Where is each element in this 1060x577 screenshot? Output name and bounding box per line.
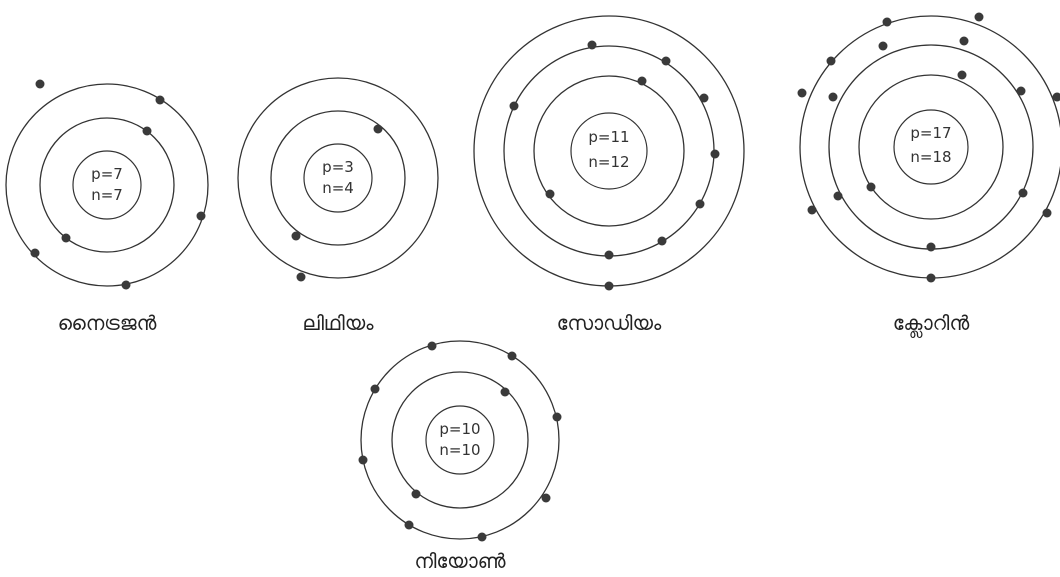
electron [807,205,817,215]
electron [1052,92,1060,102]
proton-count: p=11 [588,128,629,146]
nucleus [303,143,373,213]
electron [370,384,380,394]
electron [35,79,45,89]
electron [604,281,614,291]
electron [552,412,562,422]
shell-outer [237,77,439,279]
nucleus [893,109,969,185]
neutron-count: n=18 [910,148,951,166]
electron [657,236,667,246]
proton-count: p=7 [91,165,123,183]
nucleus [425,405,495,475]
electron [957,70,967,80]
atom-name: നിയോൺ [414,549,505,573]
electron [142,126,152,136]
atom-sodium: p=11 n=12 സോഡിയം [473,15,745,335]
electron [477,532,487,542]
electron [404,520,414,530]
electron [196,211,206,221]
neutron-count: n=4 [322,179,354,197]
electron [61,233,71,243]
neutron-count: n=12 [588,153,629,171]
electron [637,76,647,86]
shell-inner [391,371,529,509]
electron [604,250,614,260]
atom-name: നൈട്രജൻ [58,311,157,335]
electron [974,12,984,22]
nucleus [570,112,648,190]
atom-neon: p=10 n=10 നിയോൺ [358,340,562,573]
electron [699,93,709,103]
electron [427,341,437,351]
electron [878,41,888,51]
atom-lithium: p=3 n=4 ലിഥിയം [237,77,439,335]
electron [1016,86,1026,96]
shell-inner [858,74,1004,220]
electron [500,387,510,397]
electron [828,92,838,102]
electron [661,56,671,66]
shell-inner [533,75,685,227]
shell-outer [360,340,560,540]
electron [882,17,892,27]
electron [373,124,383,134]
atom-nitrogen: p=7 n=7 നൈട്രജൻ [5,79,209,335]
shell-inner [270,110,406,246]
electron [30,248,40,258]
atom-name: ക്ലോറിൻ [893,311,970,338]
electron [833,191,843,201]
electron [1042,208,1052,218]
nucleus [72,150,142,220]
electron [866,182,876,192]
shell-inner [39,117,175,253]
atom-name: ലിഥിയം [302,311,374,335]
electron [926,242,936,252]
electron [959,36,969,46]
atom-chlorine: p=17 n=18 ക്ലോറിൻ [797,12,1060,338]
proton-count: p=3 [322,158,354,176]
electron [507,351,517,361]
electron [411,489,421,499]
electron [710,149,720,159]
electron [695,199,705,209]
electron [797,88,807,98]
electron [826,56,836,66]
neutron-count: n=10 [439,441,480,459]
electron [358,455,368,465]
electron [545,189,555,199]
electron [541,493,551,503]
atom-name: സോഡിയം [557,311,662,335]
proton-count: p=10 [439,420,480,438]
electron [1018,188,1028,198]
electron [121,280,131,290]
electron [587,40,597,50]
electron [291,231,301,241]
electron [926,273,936,283]
electron [155,95,165,105]
electron [296,272,306,282]
neutron-count: n=7 [91,186,123,204]
proton-count: p=17 [910,124,951,142]
shell-outer [5,83,209,287]
electron [509,101,519,111]
